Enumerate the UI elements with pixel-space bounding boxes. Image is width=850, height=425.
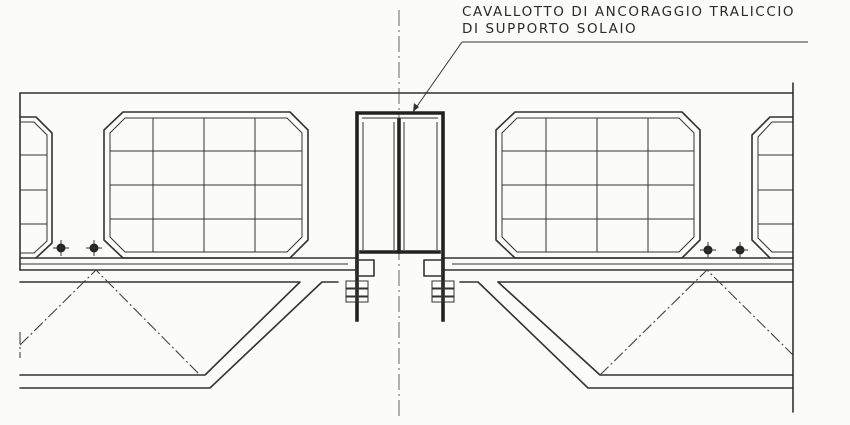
opening-left-grid: [103, 111, 309, 259]
anchoring-stirrup-annotation: CAVALLOTTO DI ANCORAGGIO TRALICCIO DI SU…: [462, 4, 795, 38]
support-plates: [345, 259, 455, 303]
anchor-bolts: [53, 240, 748, 258]
anchoring-stirrup: [355, 111, 445, 322]
upper-beam: [19, 92, 794, 271]
opening-right-partial: [751, 116, 794, 259]
annotation-line-1: CAVALLOTTO DI ANCORAGGIO TRALICCIO: [462, 4, 796, 20]
annotation-leader: [412, 41, 808, 113]
bolt-group-left: [345, 280, 369, 303]
opening-right-grid: [495, 111, 701, 259]
opening-left-partial: [19, 116, 53, 259]
anchor-bolt: [53, 240, 69, 256]
lower-truss-right: [459, 269, 794, 389]
anchor-bolt: [700, 242, 716, 258]
annotation-line-2: DI SUPPORTO SOLAIO: [462, 21, 638, 37]
bolt-group-right: [431, 280, 455, 303]
lower-truss-left: [19, 269, 339, 389]
anchor-bolt: [86, 240, 102, 256]
anchor-bolt: [732, 242, 748, 258]
